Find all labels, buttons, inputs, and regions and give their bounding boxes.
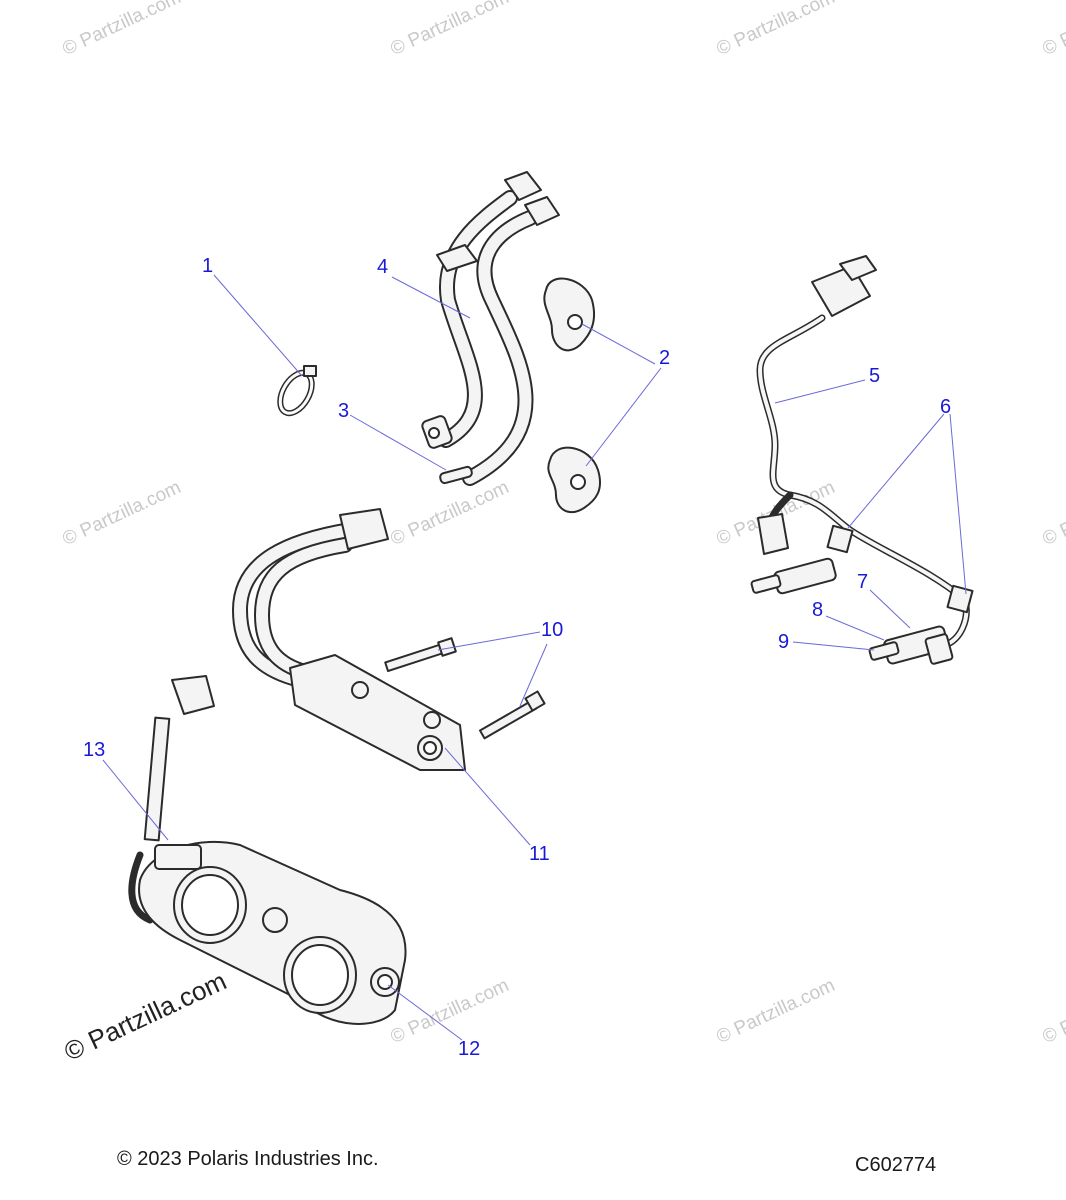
callout-6[interactable]: 6: [940, 396, 952, 418]
callout-13[interactable]: 13: [83, 739, 106, 761]
fuel-injector-right-part: [868, 625, 954, 665]
callout-9[interactable]: 9: [778, 631, 790, 653]
callout-10[interactable]: 10: [541, 619, 564, 641]
sensor-part: [128, 675, 215, 924]
cable-tie-part: [277, 365, 317, 417]
bolt-upper-part: [384, 637, 457, 673]
bolt-lower-part: [479, 690, 546, 740]
callout-3[interactable]: 3: [338, 400, 350, 422]
fuel-rail-part: [231, 508, 466, 771]
fuel-injector-left-part: [750, 557, 837, 595]
grommet-upper-part: [543, 277, 596, 352]
callout-11[interactable]: 11: [529, 843, 550, 865]
callout-8[interactable]: 8: [812, 599, 824, 621]
diagram-code: C602774: [855, 1154, 937, 1176]
callout-12[interactable]: 12: [458, 1038, 481, 1060]
callout-5[interactable]: 5: [869, 365, 881, 387]
callout-2[interactable]: 2: [659, 347, 671, 369]
callout-7[interactable]: 7: [857, 571, 869, 593]
callout-1[interactable]: 1: [202, 255, 214, 277]
fuel-line-upper-part: [421, 171, 560, 486]
copyright-text: © 2023 Polaris Industries Inc.: [117, 1148, 379, 1170]
wiring-harness-part: [756, 255, 974, 649]
fuel-fitting-part: [439, 465, 473, 485]
leader-lines: [102, 274, 967, 1041]
callout-4[interactable]: 4: [377, 256, 389, 278]
